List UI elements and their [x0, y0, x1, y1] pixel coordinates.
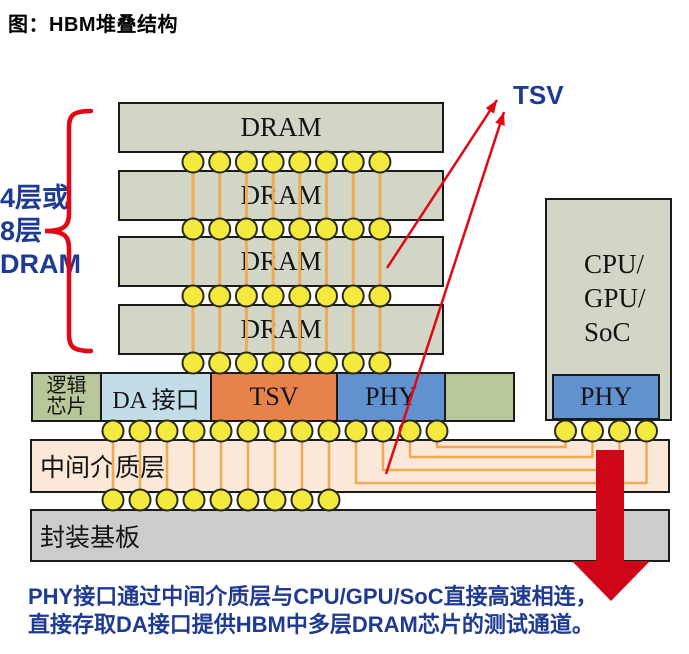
logic-chip-line-2: 芯片: [46, 396, 87, 418]
soc-label-line-2: GPU/: [584, 283, 646, 313]
microbump: [234, 351, 258, 375]
microbump: [288, 351, 312, 375]
figure-title: 图：HBM堆叠结构: [8, 14, 179, 36]
stack-layers-line-3: DRAM: [0, 249, 81, 279]
caption-text: PHY接口通过中间介质层与CPU/GPU/SoC直接高速相连， 直接存取DA接口…: [28, 583, 598, 639]
soc-phy-label: PHY: [579, 382, 632, 411]
substrate-label: 封装基板: [40, 524, 141, 552]
stack-layers-label: 4层或 8层 DRAM: [0, 182, 81, 281]
soc-label-line-1: CPU/: [584, 249, 645, 279]
caption-line-2: 直接存取DA接口提供HBM中多层DRAM芯片的测试通道。: [28, 612, 594, 637]
dram-die-2-label: DRAM: [240, 180, 322, 210]
phy-block: PHY: [336, 372, 446, 422]
tsv-pointer-arrowhead: [495, 112, 505, 126]
dram-die-2: DRAM: [118, 170, 444, 221]
microbump: [208, 351, 232, 375]
tsv-pointer-arrowhead: [485, 100, 497, 114]
substrate-block: 封装基板: [30, 509, 670, 562]
da-interface-label: DA 接口: [112, 387, 200, 414]
interposer-label: 中间介质层: [40, 455, 166, 482]
soc-label-line-3: SoC: [584, 317, 631, 347]
microbump: [341, 351, 365, 375]
microbump: [261, 351, 285, 375]
stack-layers-line-2: 8层: [0, 216, 43, 246]
phy-block-label: PHY: [364, 382, 417, 411]
dram-die-1: DRAM: [118, 102, 444, 153]
logic-chip-line-1: 逻辑: [46, 375, 87, 397]
stack-layers-line-1: 4层或: [0, 183, 70, 213]
tsv-block-label: TSV: [249, 382, 299, 411]
soc-phy-block: PHY: [552, 374, 660, 420]
microbump: [181, 351, 205, 375]
tsv-annotation-label: TSV: [513, 80, 564, 110]
interposer-block: 中间介质层: [30, 439, 670, 493]
dram-die-4: DRAM: [118, 304, 444, 355]
dram-die-3: DRAM: [118, 236, 444, 287]
tsv-block: TSV: [210, 372, 338, 422]
da-interface-block: DA 接口: [100, 372, 212, 422]
logic-spare-block: [444, 372, 515, 422]
caption-line-1: PHY接口通过中间介质层与CPU/GPU/SoC直接高速相连，: [28, 584, 598, 609]
logic-chip-block: 逻辑 芯片: [31, 372, 102, 422]
microbump: [315, 351, 338, 375]
dram-die-4-label: DRAM: [240, 314, 322, 344]
microbump: [368, 351, 392, 375]
dram-die-3-label: DRAM: [240, 246, 322, 276]
dram-die-1-label: DRAM: [240, 112, 322, 142]
soc-die-label: CPU/ GPU/ SoC: [584, 247, 646, 349]
